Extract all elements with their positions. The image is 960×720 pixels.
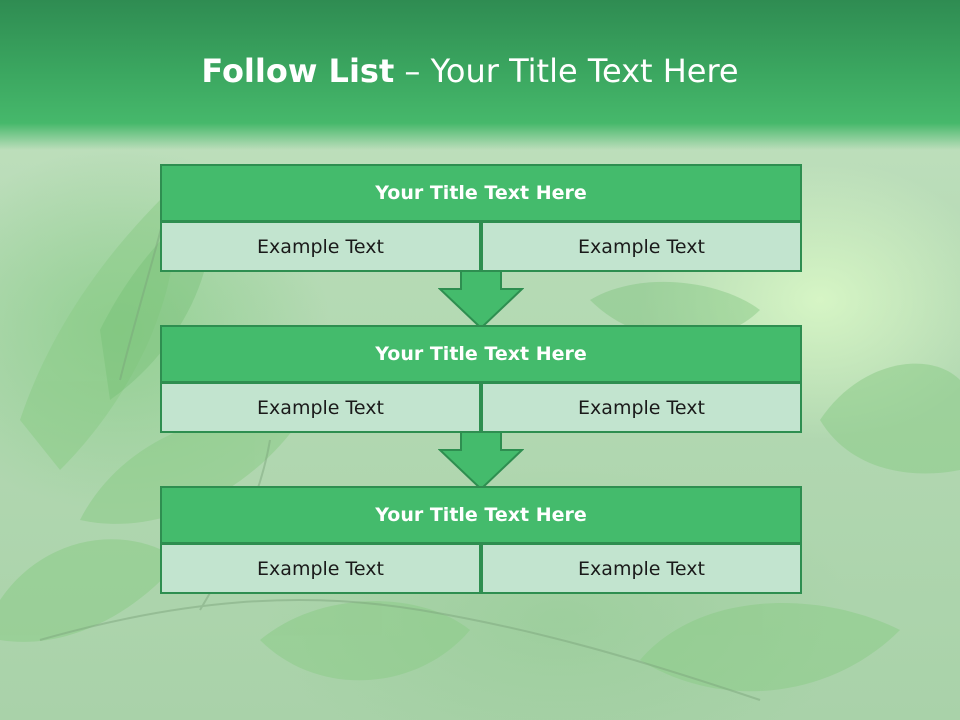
- step-left-cell: Example Text: [160, 382, 481, 433]
- step-right-cell: Example Text: [481, 382, 802, 433]
- step-title: Your Title Text Here: [160, 325, 802, 383]
- step-left-cell: Example Text: [160, 221, 481, 272]
- step-block-2: Your Title Text Here Example Text Exampl…: [160, 325, 802, 433]
- title-banner: [0, 0, 960, 150]
- down-arrow-icon: [438, 270, 524, 330]
- step-right-cell: Example Text: [481, 543, 802, 594]
- step-title: Your Title Text Here: [160, 164, 802, 222]
- step-title: Your Title Text Here: [160, 486, 802, 544]
- title-bold-part: Follow List: [201, 52, 395, 90]
- down-arrow-icon: [438, 431, 524, 491]
- step-left-cell: Example Text: [160, 543, 481, 594]
- step-right-cell: Example Text: [481, 221, 802, 272]
- step-block-1: Your Title Text Here Example Text Exampl…: [160, 164, 802, 272]
- title-subtitle-part: – Your Title Text Here: [394, 52, 739, 90]
- slide-title: Follow List – Your Title Text Here: [0, 52, 940, 90]
- step-block-3: Your Title Text Here Example Text Exampl…: [160, 486, 802, 594]
